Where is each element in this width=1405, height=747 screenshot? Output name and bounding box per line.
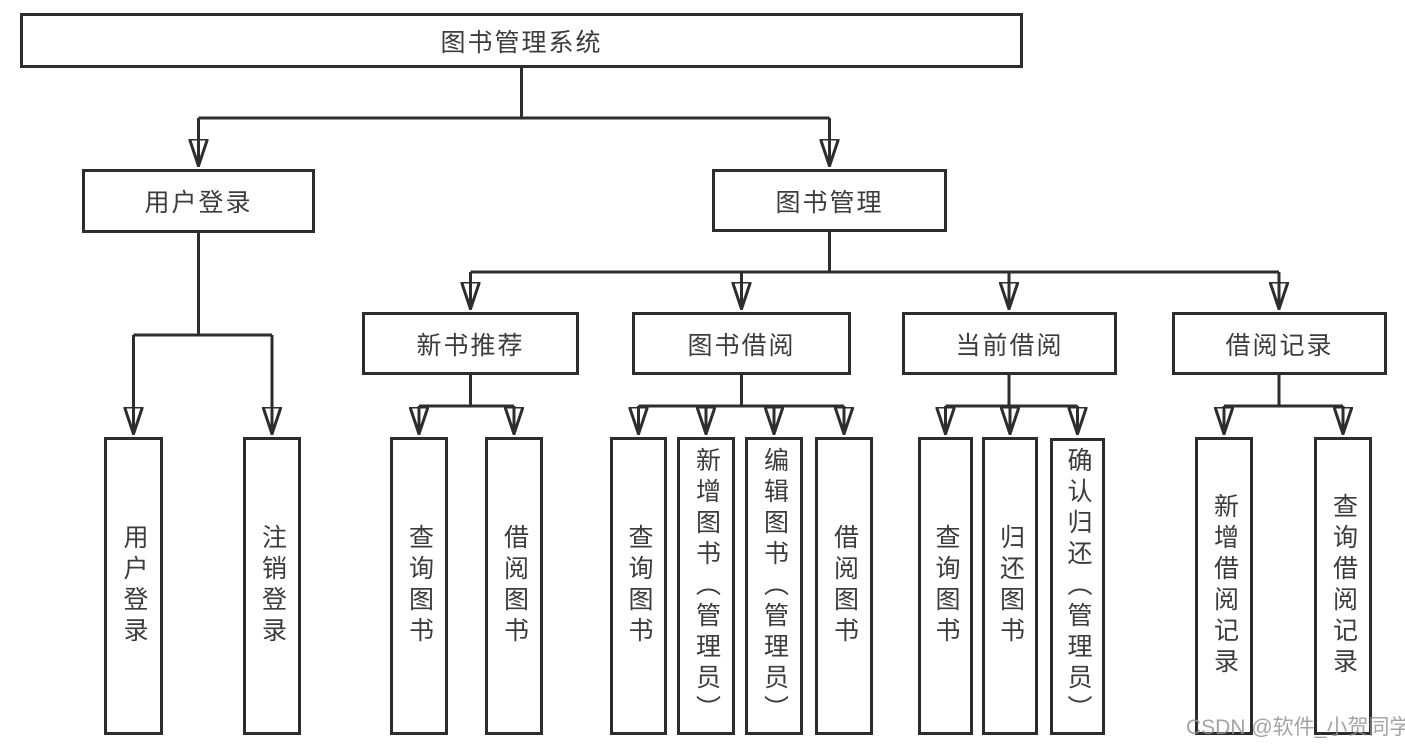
leaf-query-books-2: 查询图书 [610, 437, 667, 735]
node-label: 用户登录 [144, 189, 253, 217]
node-label: 查询图书 [625, 524, 653, 648]
leaf-query-borrow-record: 查询借阅记录 [1314, 437, 1372, 735]
leaf-query-books-3: 查询图书 [918, 437, 973, 735]
edge-current-borrow-to-leaves [946, 375, 1078, 434]
leaf-add-books-admin: 新增图书（管理员） [677, 437, 735, 735]
edge-borrow-records-to-leaves [1224, 375, 1343, 434]
node-label: 新书推荐 [416, 331, 525, 360]
node-label: 图书管理系统 [440, 28, 603, 57]
leaf-borrow-books-1: 借阅图书 [485, 437, 543, 735]
node-root-system: 图书管理系统 [20, 13, 1023, 68]
node-label: 查询借阅记录 [1329, 493, 1358, 679]
edge-new-book-rec-to-leaves [419, 375, 514, 434]
node-label: 新增借阅记录 [1210, 493, 1239, 679]
node-label: 查询图书 [405, 524, 434, 648]
node-label: 归还图书 [996, 524, 1025, 648]
leaf-edit-books-admin: 编辑图书（管理员） [745, 437, 803, 735]
node-new-book-recommend: 新书推荐 [362, 312, 579, 375]
node-label: 查询图书 [932, 524, 960, 648]
csdn-watermark: CSDN @软件_小贺同学 [1186, 716, 1405, 739]
edge-book-borrow-to-leaves [639, 375, 845, 434]
leaf-add-borrow-record: 新增借阅记录 [1195, 437, 1253, 735]
node-label: 借阅图书 [830, 524, 859, 648]
node-book-borrow: 图书借阅 [632, 312, 851, 375]
edge-user-login-to-leaves [134, 233, 273, 434]
node-borrow-records: 借阅记录 [1172, 312, 1387, 375]
node-label: 图书管理 [775, 188, 884, 217]
node-label: 编辑图书（管理员） [760, 446, 789, 726]
node-book-management: 图书管理 [712, 169, 947, 232]
leaf-borrow-books-2: 借阅图书 [815, 437, 873, 735]
node-label: 图书借阅 [687, 331, 796, 360]
node-label: 借阅图书 [500, 524, 529, 648]
node-label: 确认归还（管理员） [1064, 447, 1092, 726]
node-current-borrow: 当前借阅 [902, 312, 1117, 375]
edge-book-mgmt-to-level3 [471, 232, 1280, 309]
node-label: 用户登录 [120, 524, 148, 648]
node-user-login: 用户登录 [82, 169, 315, 233]
leaf-query-books-1: 查询图书 [390, 437, 448, 735]
leaf-user-login: 用户登录 [104, 437, 163, 735]
leaf-logout: 注销登录 [243, 437, 301, 735]
node-label: 当前借阅 [955, 331, 1064, 360]
node-label: 新增图书（管理员） [692, 446, 721, 726]
node-label: 注销登录 [258, 524, 287, 648]
leaf-return-books: 归还图书 [982, 437, 1038, 735]
leaf-confirm-return-admin: 确认归还（管理员） [1050, 438, 1105, 735]
edge-root-to-level2 [199, 68, 830, 166]
node-label: 借阅记录 [1225, 331, 1334, 360]
